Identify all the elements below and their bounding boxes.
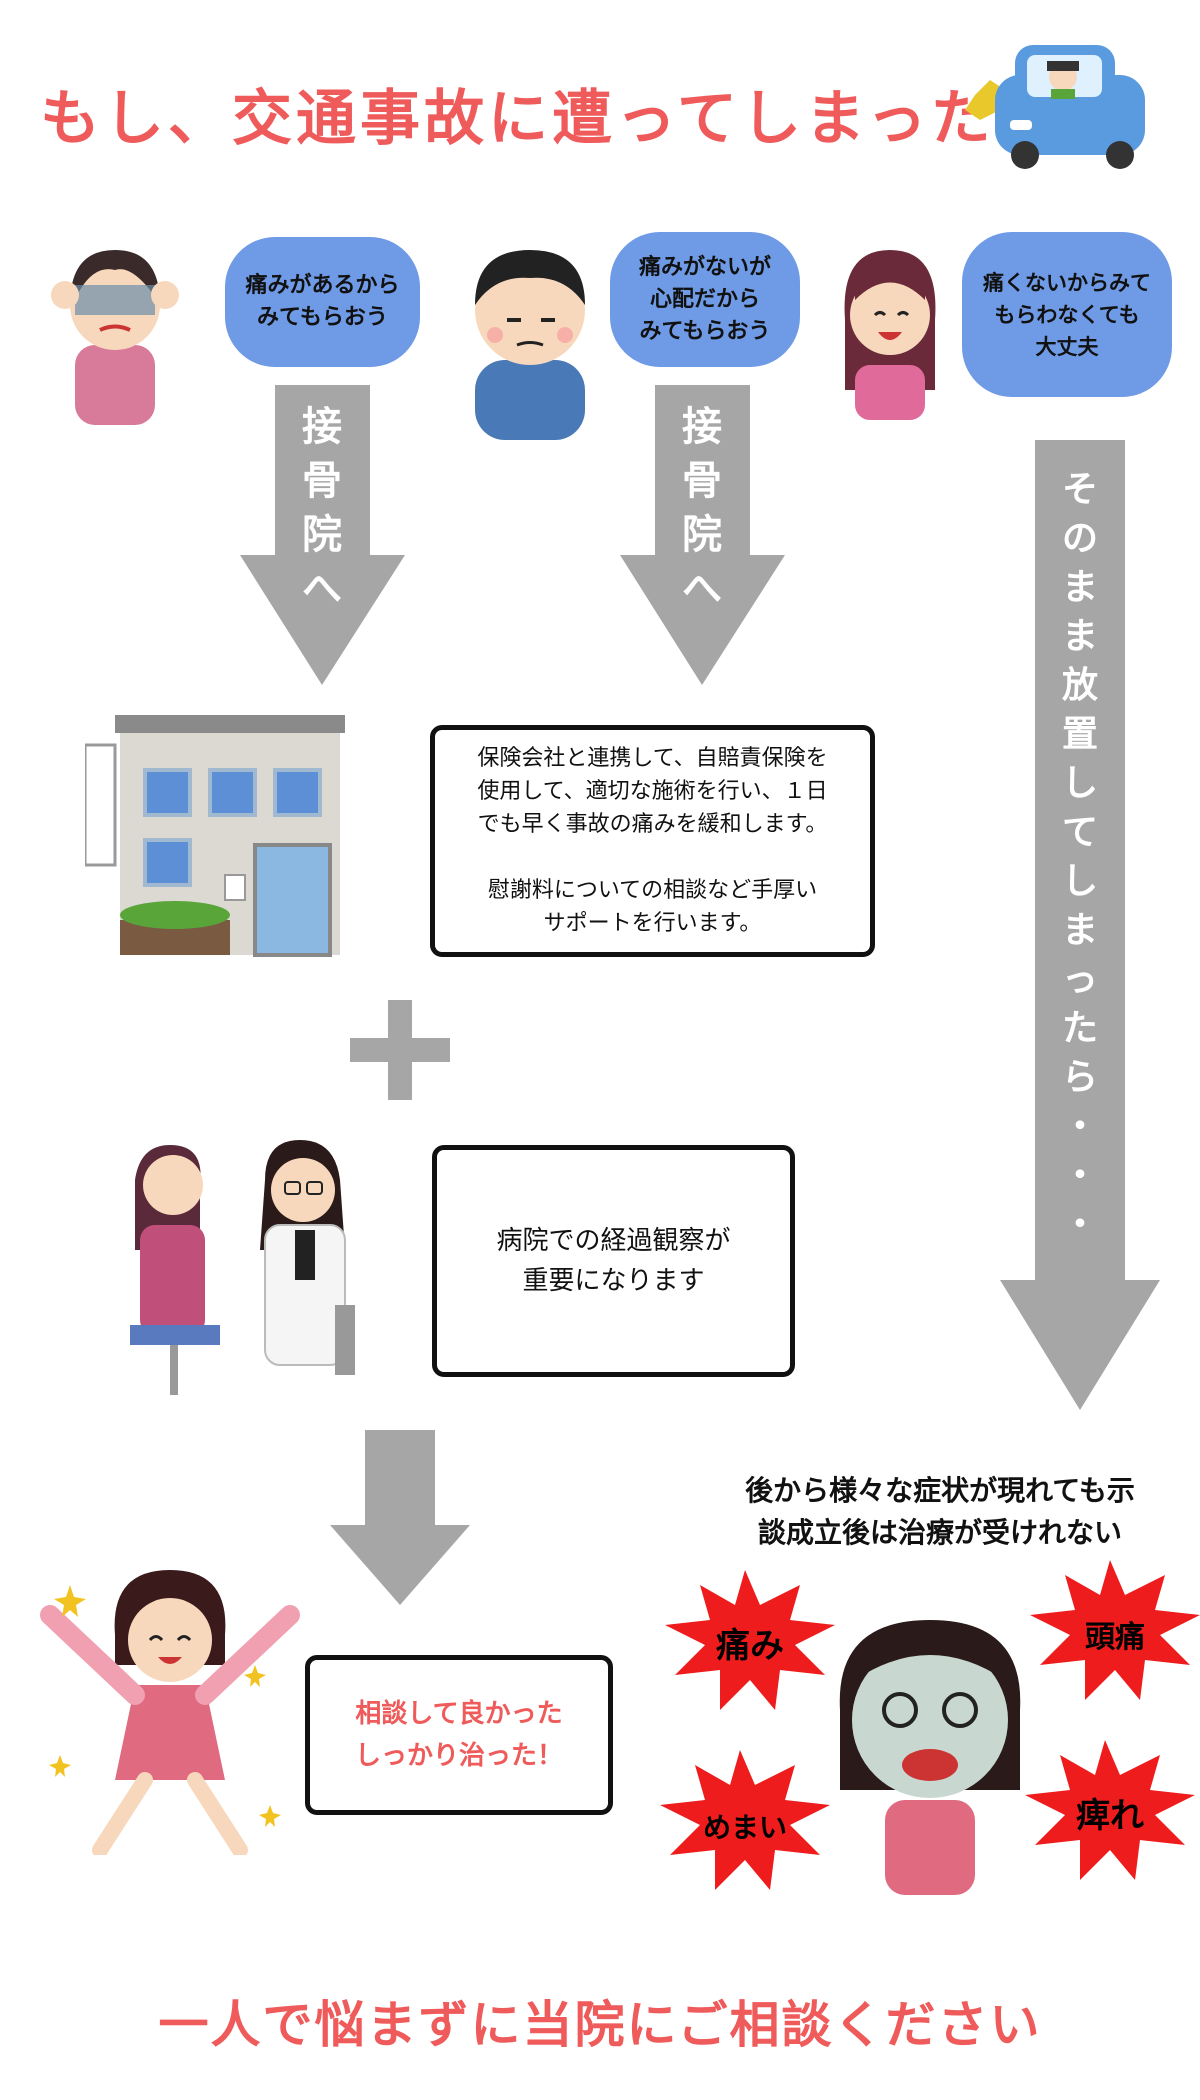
sparkle-icon (259, 1805, 281, 1827)
arrow-neglect (1000, 440, 1160, 1410)
carefree-woman-illustration (844, 250, 936, 420)
arrow3-label: そ の ま ま 放 置 し て し ま っ た ら ・ ・ ・ (1061, 469, 1098, 1245)
symptom-label: 痺れ (1076, 1796, 1144, 1836)
clinic-sign (85, 743, 117, 867)
clinic-building-illustration (85, 715, 345, 957)
car-wheel-icon (1011, 141, 1039, 169)
sparkle-icon (49, 1755, 71, 1777)
arrow1-label: 接 骨 院 へ (302, 404, 342, 612)
car-wheel-icon (1106, 141, 1134, 169)
symptom-burst-dizziness: めまい (660, 1750, 830, 1890)
crying-woman-face (852, 1642, 1008, 1798)
driver-hair (1047, 61, 1079, 71)
arrow2-label: 接 骨 院 へ (682, 404, 722, 612)
symptom-burst-headache: 頭痛 (1030, 1560, 1200, 1700)
footer-call-to-action: 一人で悩まずに当院にご相談ください (158, 1996, 1042, 2054)
page-title: もし、交通事故に遭ってしまったら (40, 84, 1059, 154)
symptom-label: 痛み (716, 1626, 784, 1666)
clinic-entrance-door (253, 843, 332, 957)
doctor-consultation-illustration (130, 1140, 355, 1395)
sparkle-icon (244, 1665, 266, 1687)
path3-thought-bubble: 痛くないからみて もらわなくても 大丈夫 (962, 232, 1172, 397)
arrow-to-clinic-2 (620, 385, 785, 685)
warning-note: 後から様々な症状が現れても示 談成立後は治療が受けれない (745, 1474, 1135, 1549)
person-in-pain-illustration (51, 250, 179, 425)
symptom-label: めまい (703, 1811, 787, 1844)
recovery-message-box: 相談して良かった しっかり治った！ (305, 1655, 613, 1815)
building-roof (115, 715, 345, 733)
path2-thought-bubble: 痛みがないが 心配だから みてもらおう (610, 232, 800, 367)
path1-thought-bubble: 痛みがあるから みてもらおう (225, 237, 420, 367)
car-accident-illustration (965, 45, 1145, 169)
plus-icon (350, 1000, 450, 1100)
hospital-note-box: 病院での経過観察が 重要になります (432, 1145, 795, 1377)
symptom-burst-pain: 痛み (665, 1570, 835, 1710)
arrow-to-recovery (330, 1430, 470, 1605)
symptom-label: 頭痛 (1085, 1620, 1145, 1655)
driver-shirt (1051, 89, 1075, 99)
worried-man-illustration (475, 250, 585, 440)
symptom-burst-numbness: 痺れ (1025, 1740, 1195, 1880)
sparkle-icon (54, 1585, 86, 1617)
clinic-description-box: 保険会社と連携して、自賠責保険を 使用して、適切な施術を行い、１日 でも早く事故… (430, 725, 875, 957)
recovered-woman-illustration (40, 1570, 300, 1855)
car-headlight (1010, 120, 1032, 130)
symptoms-illustration: 痛み 頭痛 めまい 痺れ (660, 1560, 1200, 1895)
arrow-to-clinic-1 (240, 385, 405, 685)
